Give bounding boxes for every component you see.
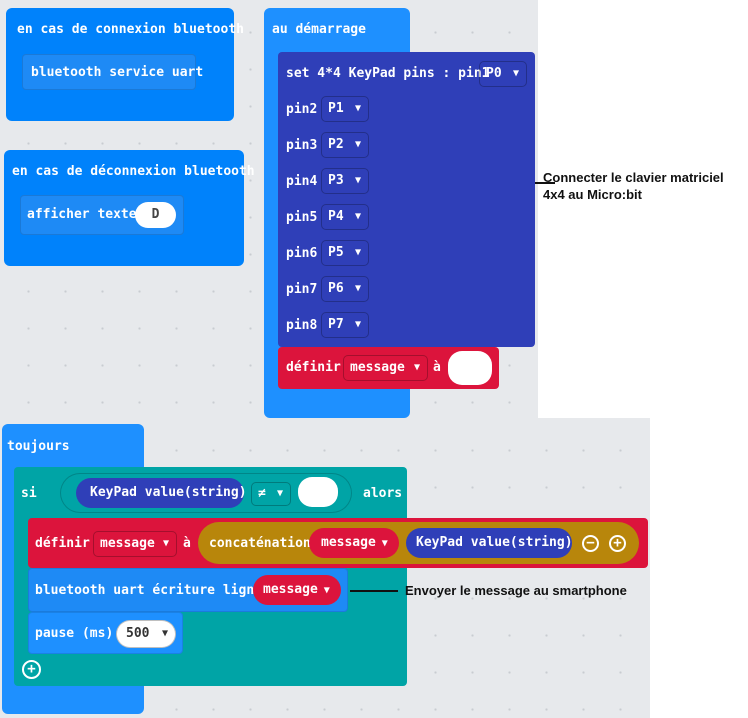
chevron-down-icon: ▼ [354,139,361,150]
chevron-down-icon: ▼ [354,247,361,258]
pause-duration-value: 500 [126,626,150,641]
annotation-keypad-line1: Connecter le clavier matriciel [543,170,724,185]
compare-string-input[interactable] [298,477,338,507]
pin2-value: P1 [328,101,344,116]
pin3-dropdown[interactable]: P2 ▼ [321,132,369,158]
pin8-label: pin8 [286,318,318,333]
pin4-label: pin4 [286,174,318,189]
chevron-down-icon: ▼ [354,283,361,294]
pin8-value: P7 [328,317,344,332]
chevron-down-icon: ▼ [354,175,361,186]
uart-variable-reporter[interactable]: message ▼ [253,575,341,605]
bluetooth-uart-service-block[interactable] [22,54,196,90]
remove-input-button[interactable]: − [582,535,599,552]
pin7-value: P6 [328,281,344,296]
keypad-setup-label: set 4*4 KeyPad pins : pin1 [286,66,490,81]
uart-variable-name: message [263,582,318,597]
join-variable-name: message [321,535,376,550]
show-string-label: afficher texte [27,207,137,222]
annotation-uart: Envoyer le message au smartphone [405,583,627,598]
chevron-down-icon: ▼ [354,103,361,114]
set-label: définir [35,536,90,551]
variable-name: message [350,360,405,375]
add-else-button[interactable]: + [22,660,41,679]
event-title: au démarrage [272,22,366,37]
pin7-dropdown[interactable]: P6 ▼ [321,276,369,302]
keypad-value-label: KeyPad value(string) [416,535,573,550]
event-title: en cas de connexion bluetooth [17,22,244,37]
pin5-dropdown[interactable]: P4 ▼ [321,204,369,230]
keypad-value-reporter[interactable]: KeyPad value(string) [76,478,247,508]
join-label: concaténation [209,536,311,551]
chevron-down-icon: ▼ [413,362,420,373]
annotation-line-keypad [535,182,555,184]
annotation-line-uart [350,590,398,592]
variable-dropdown[interactable]: message ▼ [93,531,177,557]
pin4-value: P3 [328,173,344,188]
chevron-down-icon: ▼ [354,319,361,330]
event-title: en cas de déconnexion bluetooth [12,164,255,179]
pin8-dropdown[interactable]: P7 ▼ [321,312,369,338]
keypad-value-label: KeyPad value(string) [90,485,247,500]
pin2-label: pin2 [286,102,318,117]
then-label: alors [363,486,403,501]
set-label: définir [286,360,341,375]
chevron-down-icon: ▼ [381,538,388,549]
uart-write-label: bluetooth uart écriture ligne [35,583,262,598]
pin4-dropdown[interactable]: P3 ▼ [321,168,369,194]
pin1-dropdown[interactable]: P0 ▼ [479,61,527,87]
keypad-setup-block[interactable] [278,52,535,347]
chevron-down-icon: ▼ [276,488,283,499]
add-input-button[interactable]: + [609,535,626,552]
plus-icon: + [27,661,36,677]
bluetooth-uart-service-label: bluetooth service uart [31,65,204,80]
pin6-value: P5 [328,245,344,260]
empty-string-input[interactable] [448,351,492,385]
pin2-dropdown[interactable]: P1 ▼ [321,96,369,122]
to-label: à [433,360,441,375]
chevron-down-icon: ▼ [323,585,330,596]
pin3-label: pin3 [286,138,318,153]
pin5-value: P4 [328,209,344,224]
pin6-label: pin6 [286,246,318,261]
annotation-keypad-line2: 4x4 au Micro:bit [543,187,642,202]
chevron-down-icon: ▼ [512,68,519,79]
variable-name: message [100,536,155,551]
join-variable-reporter[interactable]: message ▼ [309,528,399,558]
event-title: toujours [7,439,70,454]
pin7-label: pin7 [286,282,318,297]
pin5-label: pin5 [286,210,318,225]
to-label: à [183,536,191,551]
variable-dropdown[interactable]: message ▼ [343,355,428,381]
pause-duration-dropdown[interactable]: 500 ▼ [116,620,176,648]
pin6-dropdown[interactable]: P5 ▼ [321,240,369,266]
keypad-value-reporter[interactable]: KeyPad value(string) [406,528,573,558]
pin3-value: P2 [328,137,344,152]
operator-value: ≠ [258,486,266,501]
operator-dropdown[interactable]: ≠▼ [251,482,291,506]
chevron-down-icon: ▼ [161,628,168,639]
if-label: si [21,486,37,501]
pause-label: pause (ms) [35,626,114,641]
chevron-down-icon: ▼ [162,538,169,549]
chevron-down-icon: ▼ [354,211,361,222]
pin1-value: P0 [486,66,502,81]
string-value-input[interactable]: D [135,202,176,228]
